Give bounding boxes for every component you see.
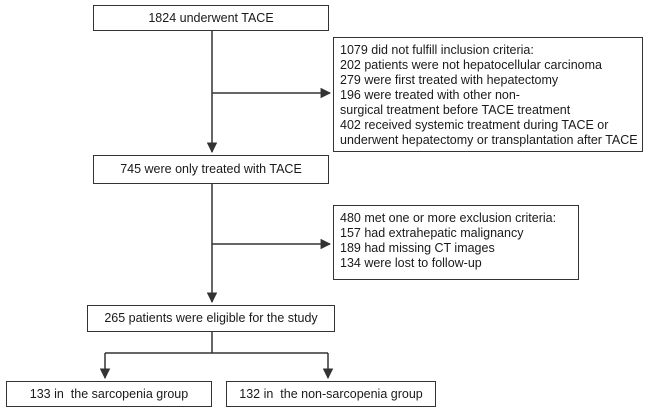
exclusion2-line: 157 had extrahepatic malignancy <box>340 226 524 240</box>
box-non-sarcopenia-group: 132 in the non-sarcopenia group <box>226 381 436 407</box>
exclusion1-line: underwent hepatectomy or transplantation… <box>340 133 638 147</box>
exclusion2-line: 480 met one or more exclusion criteria: <box>340 211 557 225</box>
eligible-text: 265 patients were eligible for the study <box>104 311 318 325</box>
box-sarcopenia-group: 133 in the sarcopenia group <box>6 381 212 407</box>
exclusion1-line: 202 patients were not hepatocellular car… <box>340 58 602 72</box>
start-text: 1824 underwent TACE <box>148 10 274 25</box>
exclusion1-line: surgical treatment before TACE treatment <box>340 103 571 117</box>
exclusion2-line: 134 were lost to follow-up <box>340 256 482 270</box>
box-exclusion1: 1079 did not fulfill inclusion criteria:… <box>333 37 643 152</box>
box-start: 1824 underwent TACE <box>93 5 329 31</box>
exclusion1-line: 279 were first treated with hepatectomy <box>340 73 559 87</box>
box-tace-only: 745 were only treated with TACE <box>93 155 329 184</box>
exclusion2-line: 189 had missing CT images <box>340 241 495 255</box>
sarcopenia-group-text: 133 in the sarcopenia group <box>29 386 189 401</box>
non-sarcopenia-group-text: 132 in the non-sarcopenia group <box>239 386 423 401</box>
box-eligible: 265 patients were eligible for the study <box>87 305 335 332</box>
tace-only-text: 745 were only treated with TACE <box>120 162 302 176</box>
box-exclusion2: 480 met one or more exclusion criteria: … <box>333 205 579 280</box>
exclusion1-line: 196 were treated with other non- <box>340 88 520 102</box>
exclusion1-line: 1079 did not fulfill inclusion criteria: <box>340 43 534 57</box>
exclusion1-line: 402 received systemic treatment during T… <box>340 118 609 132</box>
